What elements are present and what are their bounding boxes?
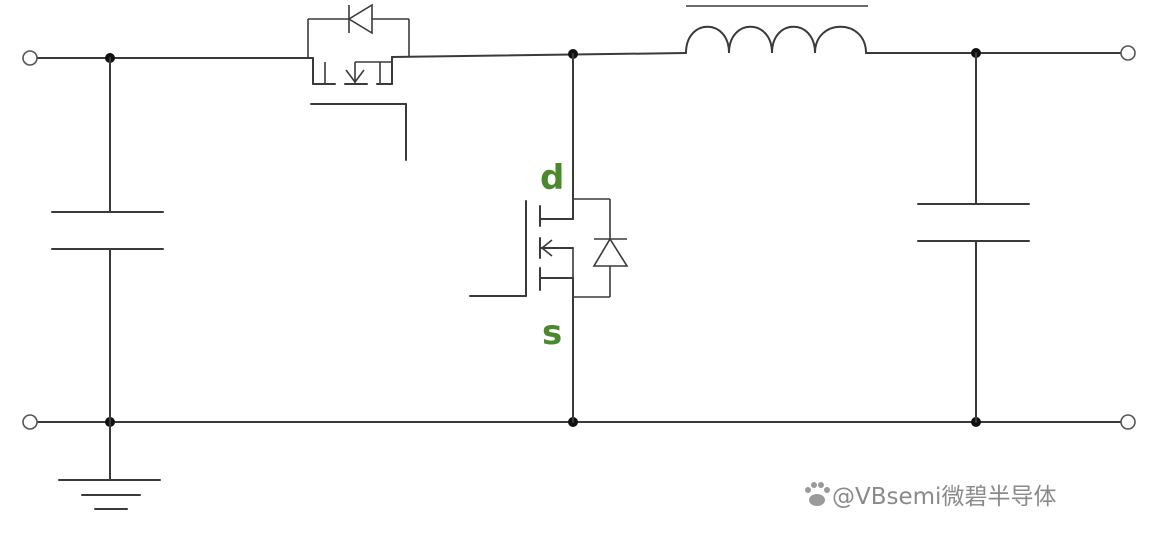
low-side-mosfet	[469, 198, 629, 423]
inductor	[685, 5, 868, 54]
high-side-mosfet	[307, 3, 410, 161]
source-label: s	[542, 313, 562, 353]
output-capacitor	[917, 52, 1030, 423]
input-capacitor	[51, 57, 164, 423]
paw-icon	[805, 482, 830, 506]
low-side-body-diode	[592, 237, 629, 267]
watermark-text: @VBsemi微碧半导体	[832, 484, 1056, 510]
top-rail	[36, 52, 1123, 85]
drain-label: d	[540, 158, 564, 198]
watermark: @VBsemi微碧半导体	[805, 482, 1056, 510]
output-positive-terminal	[1120, 45, 1136, 61]
input-negative-terminal	[22, 414, 38, 430]
high-side-body-diode	[347, 3, 373, 35]
ground-symbol	[58, 421, 161, 510]
junction-nodes	[105, 48, 981, 427]
output-negative-terminal	[1120, 414, 1136, 430]
input-positive-terminal	[22, 50, 38, 66]
